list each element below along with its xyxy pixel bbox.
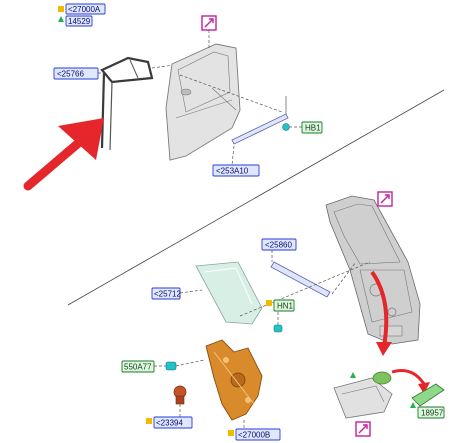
svg-text:550A77: 550A77 <box>124 363 152 372</box>
callout-25712[interactable]: <25712 <box>151 287 181 300</box>
svg-text:HN1: HN1 <box>277 302 294 311</box>
door-weatherstrip-frame[interactable] <box>100 56 154 151</box>
section-divider <box>67 89 445 306</box>
svg-text:<27000B: <27000B <box>238 431 270 440</box>
callout-hb1[interactable]: HB1 <box>301 121 323 134</box>
callout-25766[interactable]: <25766 <box>53 67 99 80</box>
highlight-icon-middle[interactable] <box>377 191 393 207</box>
hn1-marker <box>266 300 272 306</box>
svg-text:<25712: <25712 <box>154 290 181 299</box>
callout-23394[interactable]: <23394 <box>153 416 193 429</box>
leader-moulding-to-door <box>331 261 357 295</box>
belt-moulding[interactable] <box>270 261 331 298</box>
handle-red-arrow <box>391 369 430 394</box>
leader-glass-to-door <box>239 261 371 317</box>
legend-square-marker <box>58 6 64 12</box>
svg-text:<25766: <25766 <box>57 70 84 79</box>
door-inner-frame[interactable] <box>325 195 421 345</box>
svg-text:<25860: <25860 <box>265 241 292 250</box>
handle-green-part[interactable] <box>372 371 392 385</box>
legend-code-2: 14529 <box>68 17 91 26</box>
legend: <27000A 14529 <box>58 3 106 27</box>
clip-hb1[interactable] <box>282 123 290 131</box>
legend-triangle-marker <box>58 16 64 22</box>
leader-clip-to-regulator <box>175 359 205 367</box>
leader-window-glass <box>179 289 203 294</box>
highlight-icon-top[interactable] <box>201 15 217 31</box>
clip-hn1[interactable] <box>273 324 283 333</box>
callout-253a10[interactable]: <253A10 <box>212 164 260 177</box>
legend-tag-27000a[interactable]: <27000A <box>65 3 106 15</box>
callout-25860[interactable]: <25860 <box>261 238 297 251</box>
handle-triangle-marker <box>350 372 356 378</box>
svg-text:<23394: <23394 <box>156 419 183 428</box>
red-curved-arrow <box>370 270 392 356</box>
callout-550a77[interactable]: 550A77 <box>121 360 155 373</box>
clip-550a77[interactable] <box>165 361 177 371</box>
window-regulator[interactable] <box>205 339 263 421</box>
callout-27000b[interactable]: <27000B <box>235 428 281 441</box>
legend-code-1: <27000A <box>68 5 101 14</box>
leader-glass-run <box>231 145 235 166</box>
regulator-motor[interactable] <box>173 385 187 405</box>
glass-run-channel[interactable] <box>231 96 289 145</box>
svg-text:<253A10: <253A10 <box>216 167 249 176</box>
handle-bracket[interactable] <box>333 377 393 419</box>
handle-marker-2 <box>410 402 416 408</box>
motor-marker <box>146 418 152 424</box>
regulator-marker <box>228 430 234 436</box>
leader-door-to-run <box>179 74 283 113</box>
rear-door-panel[interactable] <box>165 43 241 161</box>
callout-hn1[interactable]: HN1 <box>273 299 295 312</box>
window-glass[interactable] <box>195 261 263 325</box>
door-handle[interactable] <box>411 383 445 407</box>
callout-18957[interactable]: 18957 <box>417 406 445 419</box>
svg-text:HB1: HB1 <box>305 124 321 133</box>
legend-tag-14529[interactable]: 14529 <box>65 15 93 27</box>
highlight-icon-bottom[interactable] <box>355 421 371 437</box>
red-pointer-arrow <box>23 118 104 191</box>
svg-text:18957: 18957 <box>421 409 444 418</box>
